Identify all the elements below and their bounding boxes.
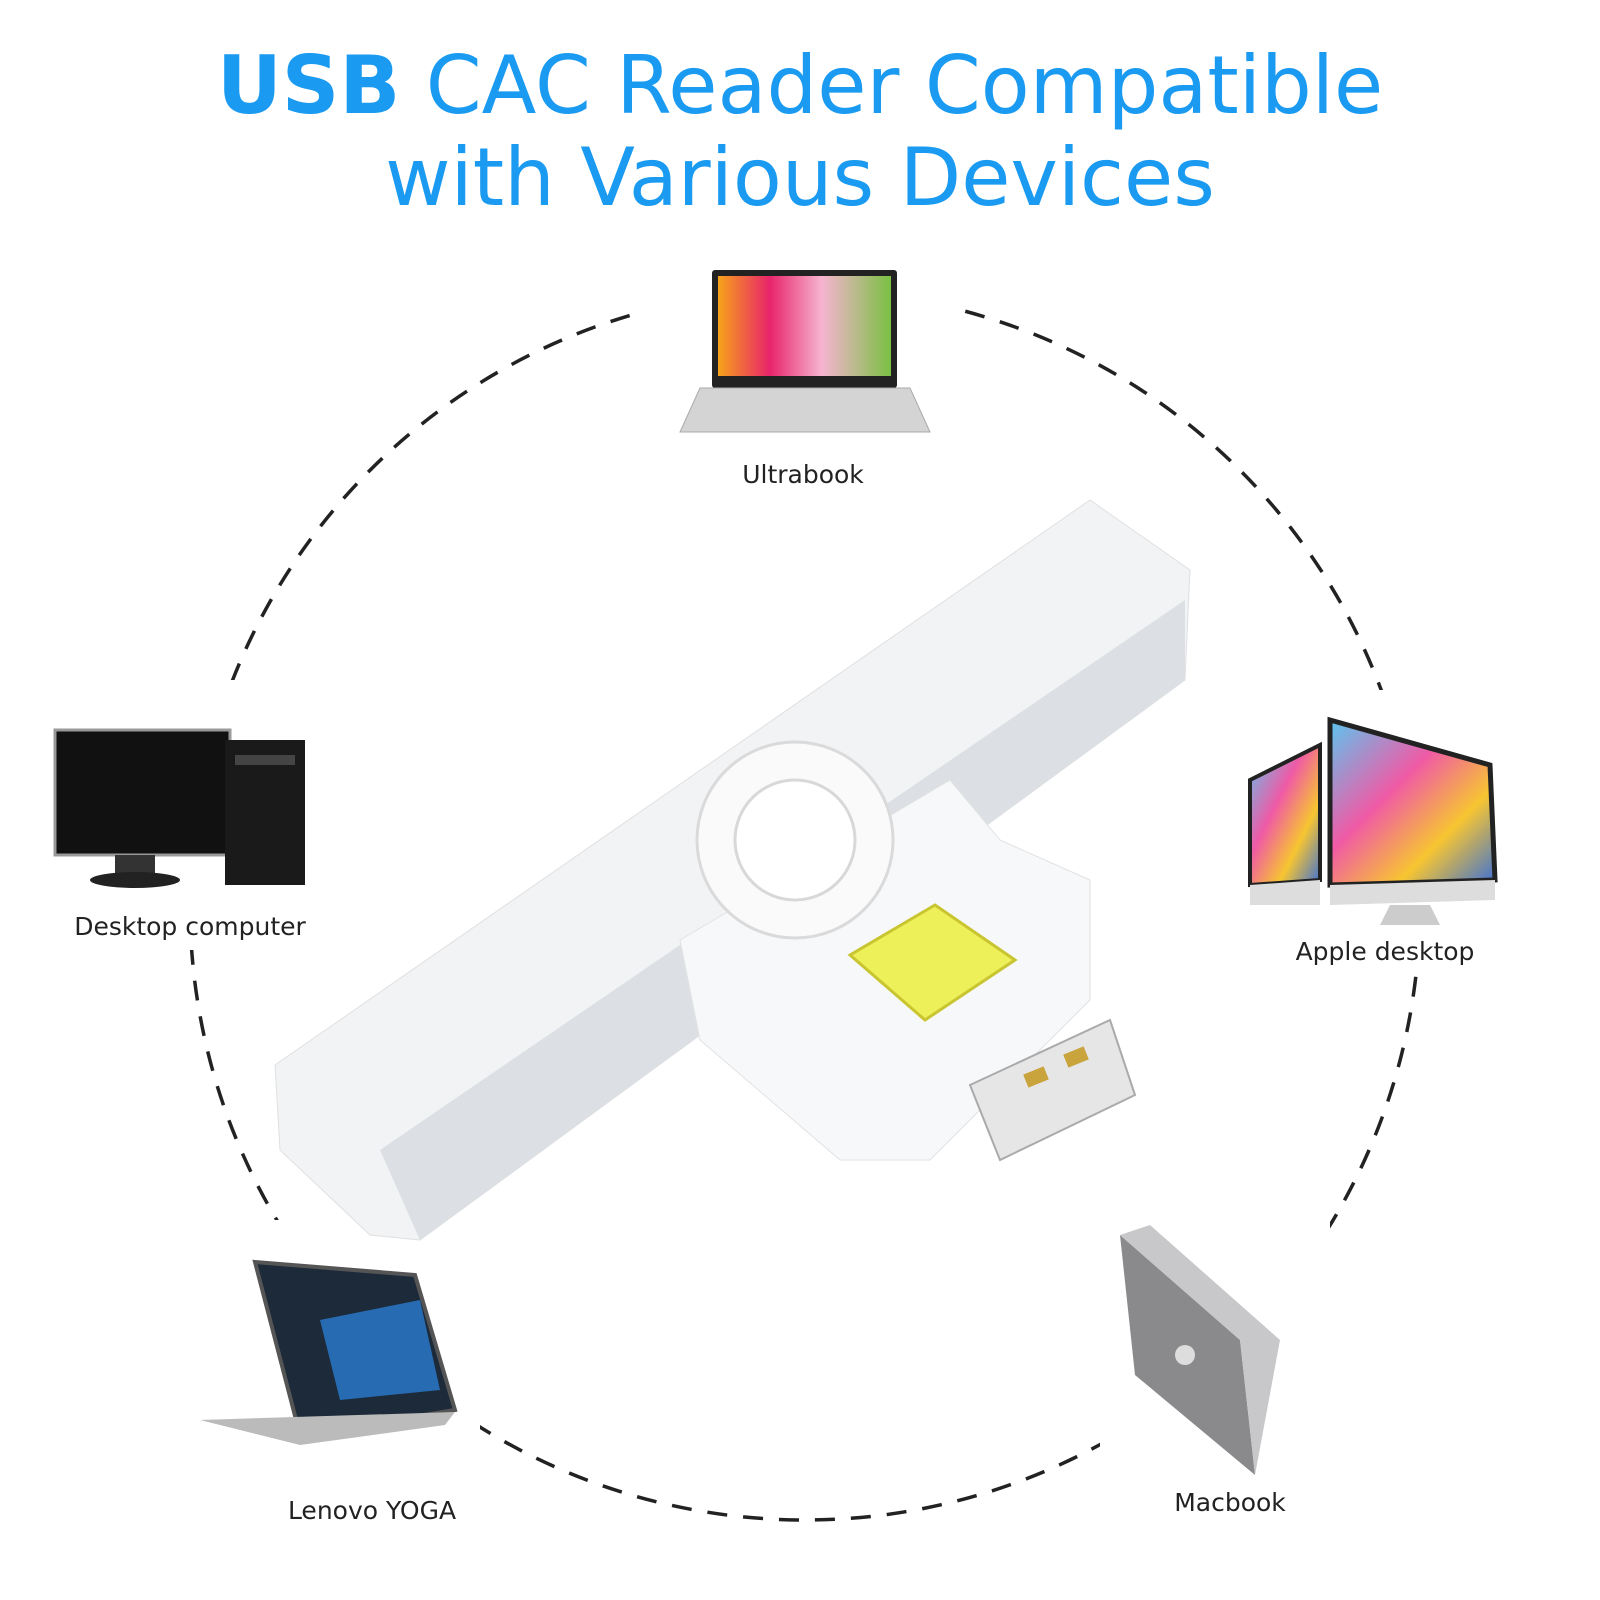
desktop-computer-icon xyxy=(53,728,305,888)
headline-bold: USB xyxy=(216,39,401,132)
headline-line-1: USB CAC Reader Compatible xyxy=(0,40,1600,132)
laptop-icon xyxy=(679,270,931,433)
headline-rest: CAC Reader Compatible xyxy=(400,39,1384,132)
device-label-apple-desktop: Apple desktop xyxy=(1295,937,1475,966)
headline-line-2: with Various Devices xyxy=(385,131,1215,224)
device-label-ultrabook: Ultrabook xyxy=(742,460,864,489)
device-label-desktop: Desktop computer xyxy=(74,912,306,941)
usb-smart-card-reader-icon xyxy=(274,499,1191,1241)
device-label-lenovo-yoga: Lenovo YOGA xyxy=(287,1496,457,1525)
imac-icon xyxy=(1248,716,1498,925)
device-label-macbook: Macbook xyxy=(1174,1488,1286,1517)
convertible-laptop-icon xyxy=(200,1259,458,1445)
macbook-icon xyxy=(1120,1225,1280,1475)
